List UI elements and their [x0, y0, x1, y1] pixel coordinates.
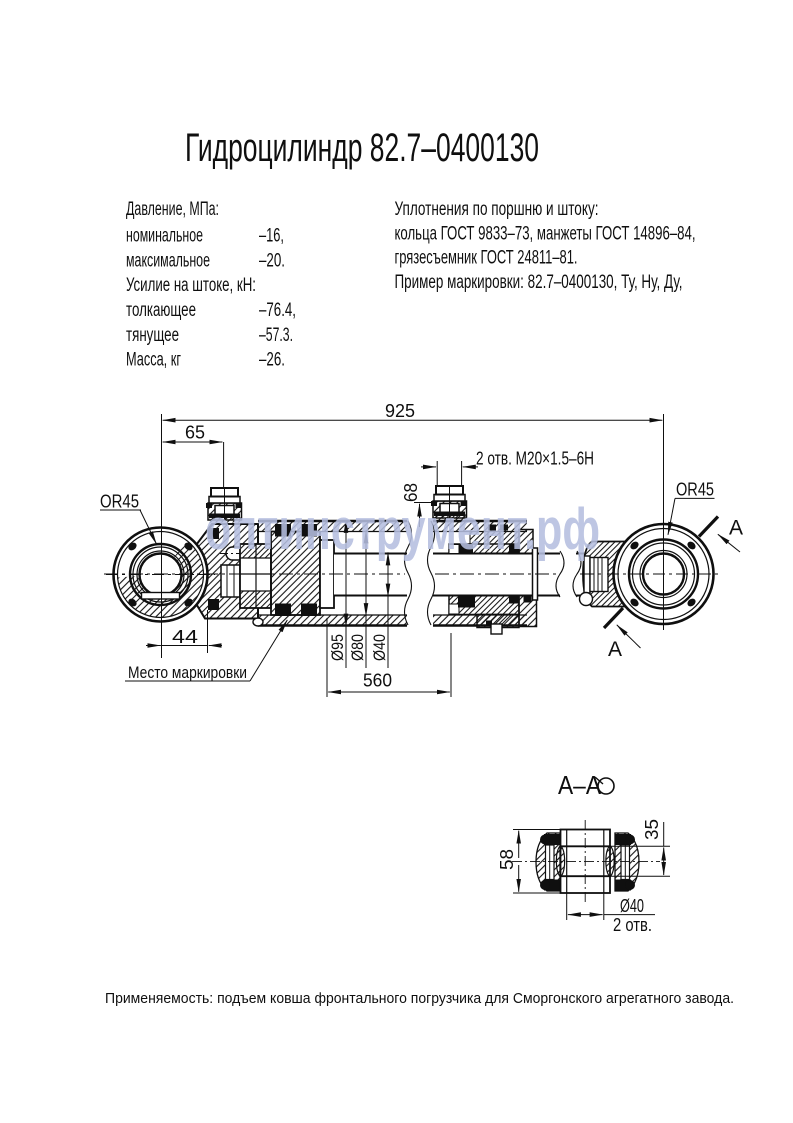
- svg-text:Масса, кг: Масса, кг: [126, 350, 181, 371]
- svg-text:А–А: А–А: [558, 770, 602, 800]
- svg-text:OR45: OR45: [676, 480, 714, 500]
- svg-text:OR45: OR45: [100, 492, 139, 512]
- svg-text:A: A: [608, 638, 622, 661]
- svg-text:Место маркировки: Место маркировки: [128, 663, 247, 682]
- svg-text:–16,: –16,: [259, 226, 284, 247]
- svg-text:Ø40: Ø40: [620, 896, 644, 916]
- svg-text:тянущее: тянущее: [126, 325, 179, 346]
- svg-text:–20.: –20.: [259, 251, 285, 272]
- svg-text:–57.3.: –57.3.: [259, 325, 293, 346]
- svg-text:A: A: [729, 517, 743, 540]
- svg-text:58: 58: [497, 849, 517, 870]
- svg-text:44: 44: [172, 627, 198, 647]
- svg-text:максимальное: максимальное: [126, 251, 210, 272]
- svg-text:–26.: –26.: [259, 350, 285, 371]
- svg-text:кольца ГОСТ 9833–73, манжеты Г: кольца ГОСТ 9833–73, манжеты ГОСТ 14896–…: [395, 224, 696, 245]
- svg-text:2 отв.: 2 отв.: [613, 915, 652, 935]
- svg-text:560: 560: [363, 671, 392, 691]
- svg-text:68: 68: [401, 483, 421, 502]
- svg-text:2 отв. М20×1.5–6Н: 2 отв. М20×1.5–6Н: [476, 449, 594, 469]
- svg-text:номинальное: номинальное: [126, 226, 203, 247]
- svg-text:925: 925: [385, 401, 415, 421]
- svg-text:Усилие на штоке, кН:: Усилие на штоке, кН:: [126, 275, 256, 296]
- svg-text:толкающее: толкающее: [126, 300, 196, 321]
- svg-text:35: 35: [642, 819, 662, 840]
- svg-text:грязесъемник ГОСТ 24811–81.: грязесъемник ГОСТ 24811–81.: [395, 248, 578, 269]
- svg-text:Уплотнения по поршню и штоку:: Уплотнения по поршню и штоку:: [395, 199, 599, 220]
- svg-text:Ø80: Ø80: [348, 634, 367, 661]
- svg-text:Гидроцилиндр 82.7–0400130: Гидроцилиндр 82.7–0400130: [185, 126, 539, 170]
- svg-text:Ø95: Ø95: [328, 634, 347, 661]
- svg-text:–76.4,: –76.4,: [259, 300, 296, 321]
- svg-text:Ø40: Ø40: [370, 634, 389, 661]
- svg-text:65: 65: [185, 423, 205, 443]
- svg-text:Давление, МПа:: Давление, МПа:: [126, 199, 219, 220]
- svg-text:Пример маркировки: 82.7–040013: Пример маркировки: 82.7–0400130, Ту, Ну,…: [395, 272, 683, 293]
- svg-text:Применяемость: подъем ковша фр: Применяемость: подъем ковша фронтального…: [105, 990, 734, 1007]
- svg-text:оптинструмент.рф: оптинструмент.рф: [205, 497, 600, 562]
